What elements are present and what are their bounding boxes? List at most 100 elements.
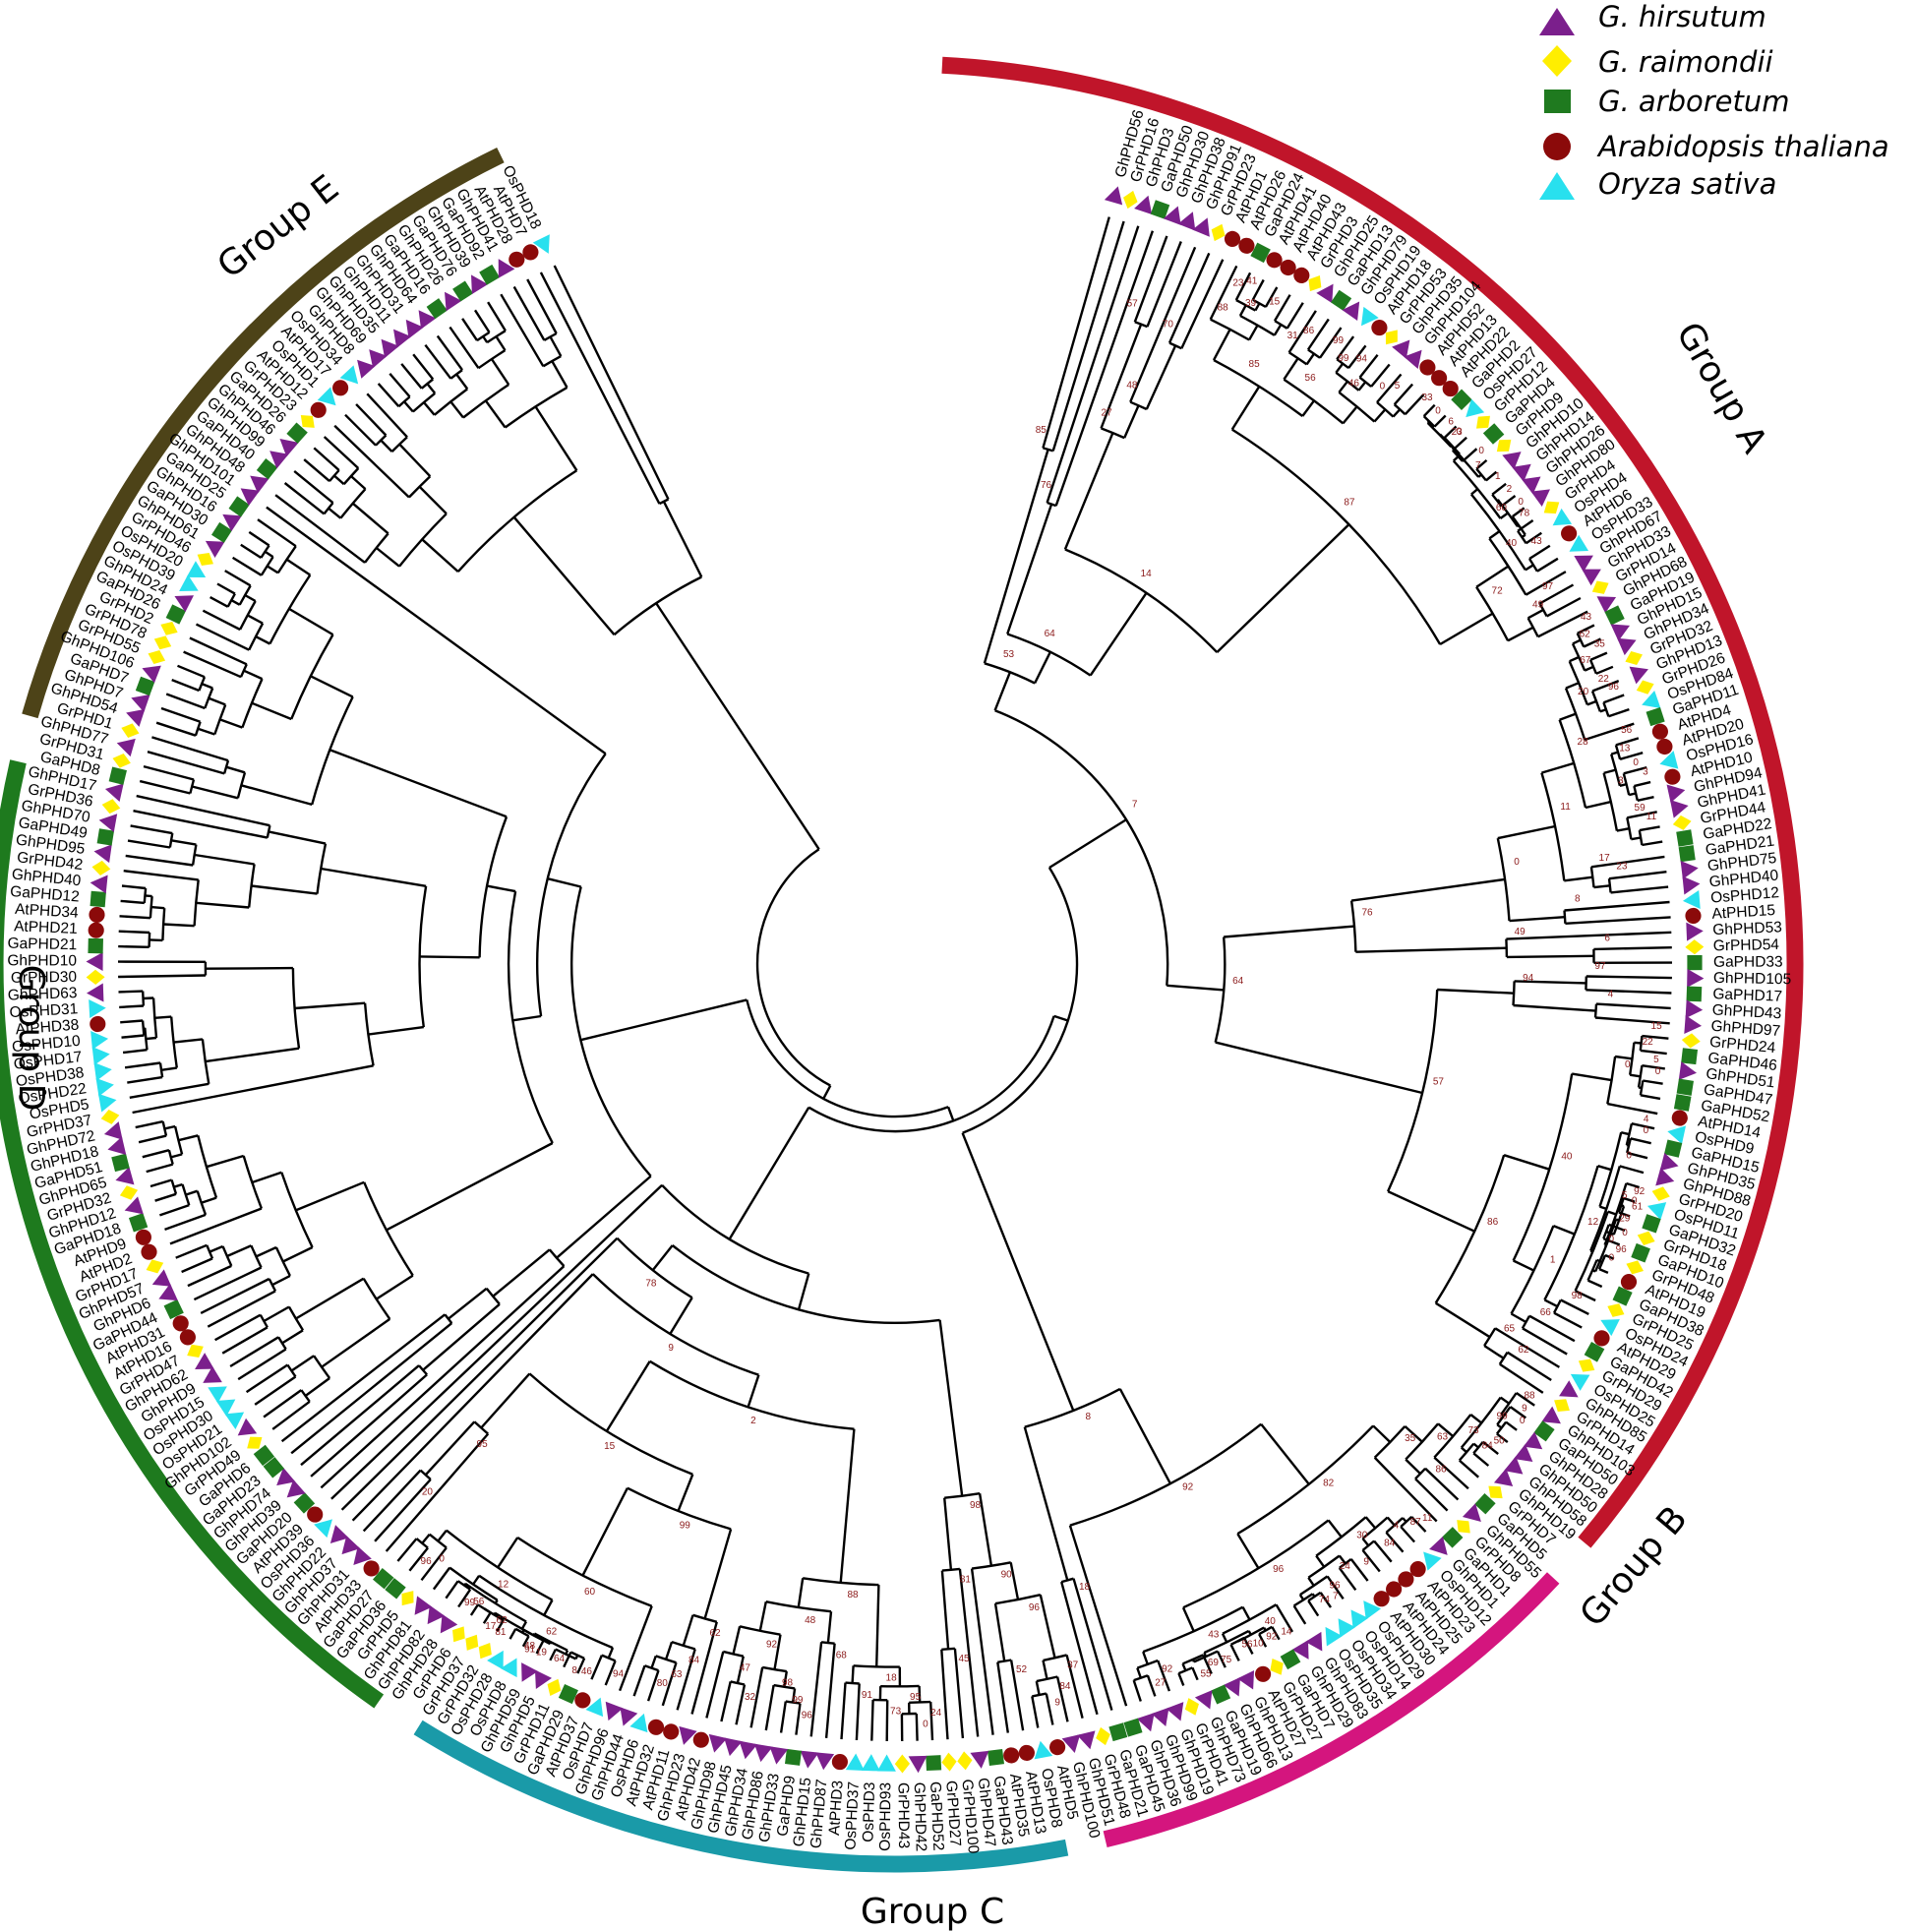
bootstrap-value: 60 <box>1496 503 1508 513</box>
branch <box>1273 294 1291 322</box>
branch <box>1132 1679 1142 1702</box>
oryza-marker <box>215 1399 236 1417</box>
legend-oryza-label: Oryza sativa <box>1598 167 1776 201</box>
branch <box>870 1699 874 1741</box>
branch <box>551 360 569 389</box>
arboretum-marker <box>1331 289 1352 311</box>
branch <box>200 1277 270 1314</box>
arboretum-marker <box>253 1444 275 1467</box>
branch <box>1593 884 1610 889</box>
bootstrap-value: 8 <box>1575 894 1581 905</box>
branch <box>181 1257 213 1274</box>
arabidopsis-marker <box>307 1506 324 1523</box>
branch <box>492 1248 551 1298</box>
oryza-marker <box>89 999 106 1019</box>
branch <box>1327 1519 1343 1539</box>
hirsutum-marker <box>1669 799 1689 818</box>
branch-arc <box>1060 1577 1074 1584</box>
bootstrap-value: 22 <box>1598 674 1610 685</box>
arboretum-marker <box>165 604 186 625</box>
branch <box>1433 1456 1469 1490</box>
raimondii-marker <box>1637 1231 1655 1245</box>
branch <box>1035 1680 1041 1696</box>
leaf-label: OsPHD31 <box>9 1000 79 1021</box>
branch <box>1060 1581 1099 1716</box>
bootstrap-value: 13 <box>1619 743 1631 754</box>
legend-arabidopsis-icon <box>1543 133 1571 160</box>
bootstrap-value: 0 <box>1514 857 1520 868</box>
hirsutum-marker <box>1522 476 1541 495</box>
branch <box>164 1213 207 1232</box>
branch <box>136 794 270 827</box>
raimondii-marker <box>153 635 172 650</box>
branch <box>495 335 507 351</box>
raimondii-marker <box>1488 1485 1503 1499</box>
branch <box>1063 432 1114 550</box>
arboretum-marker <box>88 937 103 954</box>
bootstrap-value: 88 <box>1524 1391 1535 1402</box>
oryza-marker <box>1423 1551 1442 1571</box>
branch-arc <box>1483 1327 1497 1347</box>
branch <box>1607 1210 1617 1216</box>
arboretum-marker <box>96 828 115 846</box>
branch <box>1089 592 1148 677</box>
legend-arboretum-icon <box>1544 90 1571 113</box>
arabidopsis-marker <box>1049 1739 1066 1756</box>
raimondii-marker <box>1457 1520 1470 1534</box>
bootstrap-value: 96 <box>1616 1244 1628 1255</box>
branch <box>576 1658 586 1674</box>
branch <box>303 458 330 483</box>
bootstrap-value: 86 <box>1435 1464 1447 1475</box>
branch <box>123 870 199 881</box>
arboretum-marker <box>1676 829 1694 847</box>
arboretum-marker <box>479 264 501 285</box>
bootstrap-value: 9 <box>1363 1557 1369 1568</box>
branch <box>1254 302 1261 312</box>
branch <box>1607 1102 1658 1116</box>
branch-arc <box>1405 1422 1440 1461</box>
branch-arc <box>167 1149 174 1165</box>
bootstrap-value: 80 <box>657 1678 669 1689</box>
bootstrap-value: 1 <box>1495 471 1501 482</box>
bootstrap-value: 95 <box>477 1439 489 1450</box>
branch-arc <box>277 1336 287 1351</box>
branch <box>173 1182 183 1188</box>
raimondii-marker <box>957 1751 973 1771</box>
branch-arc <box>1361 1540 1375 1551</box>
branch <box>1238 304 1247 317</box>
oryza-marker <box>1642 691 1661 708</box>
branch <box>142 1149 170 1159</box>
bootstrap-value: 84 <box>688 1656 700 1666</box>
oryza-marker <box>876 1754 896 1772</box>
bootstrap-value: 84 <box>1059 1681 1071 1692</box>
hirsutum-marker <box>471 274 489 294</box>
branch <box>1068 1525 1128 1707</box>
branch <box>132 1064 374 1115</box>
arboretum-marker <box>108 766 127 785</box>
branch <box>432 1566 451 1591</box>
bootstrap-value: 57 <box>1433 1077 1445 1088</box>
branch-arc <box>548 1248 566 1267</box>
leaf-label: GaPHD21 <box>7 936 77 954</box>
oryza-marker <box>314 1519 332 1539</box>
raimondii-marker <box>1096 1726 1110 1746</box>
branch <box>321 1317 390 1368</box>
branch <box>1470 488 1479 496</box>
branch <box>736 1656 745 1684</box>
branch <box>1242 1637 1254 1655</box>
hirsutum-marker <box>124 1196 144 1215</box>
branch <box>247 614 264 625</box>
branch <box>824 1643 836 1739</box>
bootstrap-value: 20 <box>422 1487 434 1498</box>
bootstrap-value: 96 <box>1029 1602 1041 1613</box>
branch-arc <box>242 1155 264 1209</box>
branch-arc <box>1498 1352 1509 1365</box>
branch-arc <box>1373 1425 1406 1459</box>
branch-arc <box>1607 878 1612 893</box>
bootstrap-value: 23 <box>1232 278 1244 289</box>
bootstrap-value: 39 <box>1245 298 1257 309</box>
branch <box>1191 1666 1199 1681</box>
bootstrap-value: 5 <box>1653 1055 1659 1065</box>
branch <box>1626 1143 1630 1147</box>
hirsutum-marker <box>1061 1734 1081 1753</box>
